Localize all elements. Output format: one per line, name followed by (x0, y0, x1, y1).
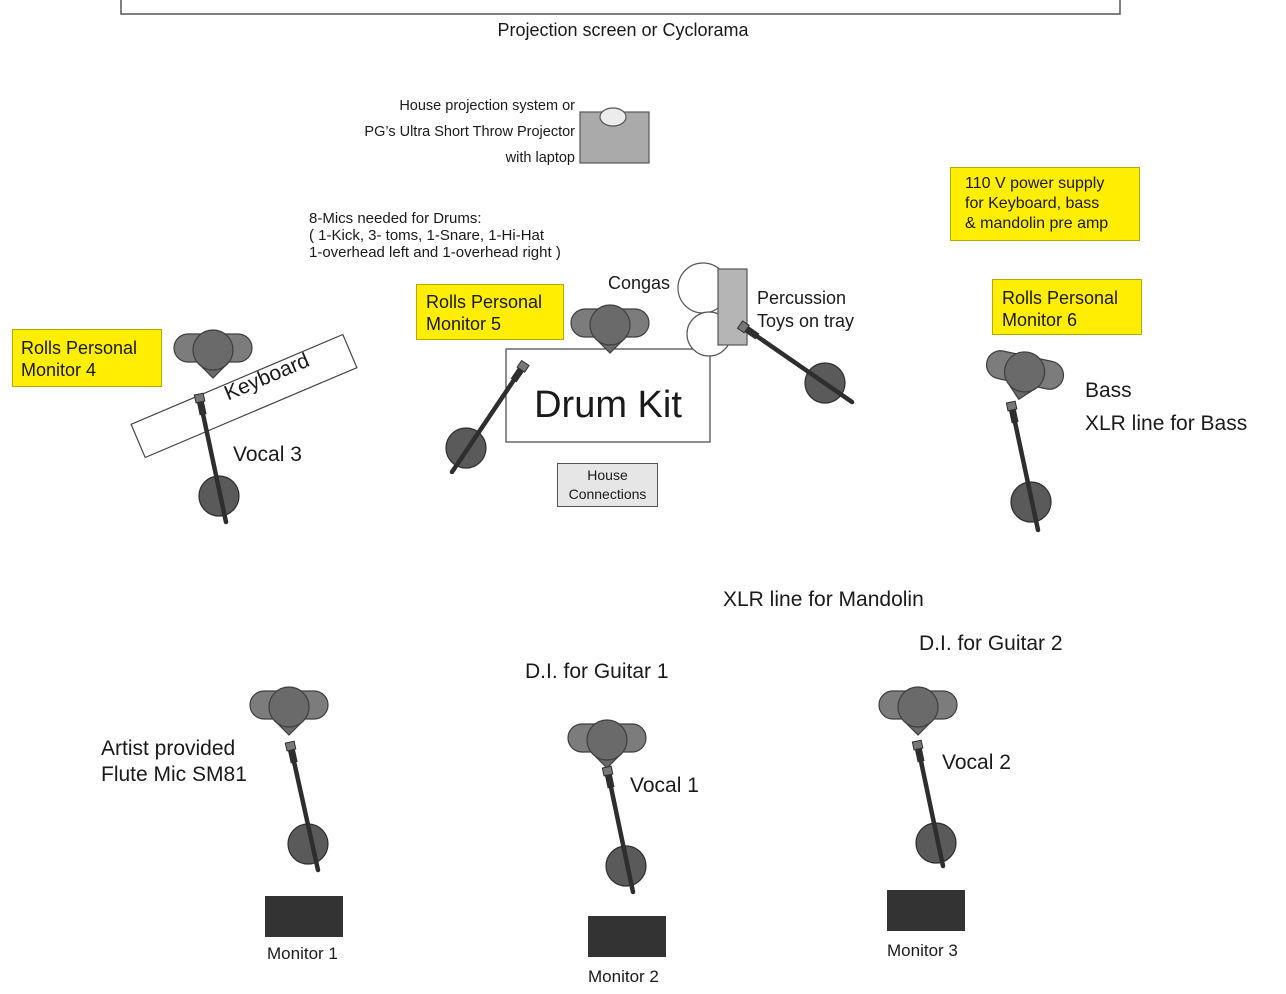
bass-label: Bass (1085, 379, 1132, 402)
floor-monitor-3 (887, 890, 965, 931)
di-guitar2-label: D.I. for Guitar 2 (919, 632, 1063, 655)
amp-flute-icon (249, 686, 329, 736)
percussion-label-line1: Percussion (757, 288, 847, 308)
flute-mic-note: Artist provided Flute Mic SM81 (101, 736, 247, 788)
monitor-3-label: Monitor 3 (887, 941, 958, 960)
mic-stand-flute (284, 740, 329, 873)
vocal3-label: Vocal 3 (233, 443, 302, 466)
power-supply-note: 110 V power supply for Keyboard, bass & … (950, 167, 1140, 241)
congas-label: Congas (608, 273, 671, 293)
projector-note: House projection system or PG’s Ultra Sh… (364, 93, 575, 171)
floor-monitor-1 (265, 896, 343, 937)
drum-mics-note-line1: 8-Mics needed for Drums: (309, 210, 482, 227)
amp-keyboard-icon (173, 329, 253, 379)
monitor-2-label: Monitor 2 (588, 967, 659, 986)
rolls-monitor-5-label: Rolls Personal Monitor 5 (416, 284, 564, 340)
rolls-monitor-5-line2: Monitor 5 (426, 314, 502, 334)
rolls-monitor-4-label: Rolls Personal Monitor 4 (12, 329, 162, 387)
mic-stand-percussion (736, 320, 855, 405)
floor-monitor-2 (588, 916, 666, 957)
house-connections-line1: House (587, 467, 628, 483)
power-supply-note-line3: & mandolin pre amp (965, 215, 1109, 232)
mic-stand-bass (1005, 400, 1052, 533)
drum-mics-note-line3: 1-overhead left and 1-overhead right ) (309, 244, 561, 261)
projector-note-line3: with laptop (505, 150, 575, 166)
power-supply-note-line2: for Keyboard, bass (965, 195, 1100, 212)
mic-stand-drum-left (445, 359, 530, 475)
screen-label: Projection screen or Cyclorama (497, 20, 749, 40)
projector-note-line2: PG’s Ultra Short Throw Projector (364, 124, 575, 140)
rolls-monitor-6-line2: Monitor 6 (1002, 310, 1078, 330)
drum-mics-note-line2: ( 1-Kick, 3- toms, 1-Snare, 1-Hi-Hat (309, 227, 545, 244)
drum-mics-note: 8-Mics needed for Drums: ( 1-Kick, 3- to… (309, 210, 561, 261)
mic-stand-vocal1 (601, 765, 647, 895)
amp-guitar2-icon (878, 686, 958, 736)
drum-kit-label: Drum Kit (534, 384, 682, 426)
di-guitar1-label: D.I. for Guitar 1 (525, 660, 669, 683)
flute-mic-note-line1: Artist provided (101, 737, 236, 760)
monitor-1-label: Monitor 1 (267, 944, 338, 963)
amp-drums-icon (570, 304, 650, 354)
keyboard (130, 333, 358, 459)
rolls-monitor-5-line1: Rolls Personal (426, 292, 543, 312)
power-supply-note-line1: 110 V power supply (965, 175, 1105, 192)
percussion-tray (717, 268, 748, 346)
xlr-mandolin-label: XLR line for Mandolin (723, 588, 924, 611)
rolls-monitor-4-line1: Rolls Personal (21, 338, 138, 358)
house-connections-line2: Connections (568, 486, 647, 502)
rolls-monitor-6-line1: Rolls Personal (1002, 288, 1119, 308)
vocal2-label: Vocal 2 (942, 751, 1011, 774)
house-connections-box: House Connections (557, 463, 658, 507)
projector-note-line1: House projection system or (399, 98, 575, 114)
mic-stand-vocal2 (911, 739, 957, 869)
drum-kit (505, 348, 711, 443)
xlr-bass-label: XLR line for Bass (1085, 412, 1248, 435)
vocal1-label: Vocal 1 (630, 774, 699, 797)
projector (579, 107, 650, 164)
amp-guitar1-icon (567, 719, 647, 769)
rolls-monitor-6-label: Rolls Personal Monitor 6 (992, 279, 1142, 335)
mic-stand-vocal3 (193, 392, 240, 525)
percussion-label-line2: Toys on tray (757, 311, 855, 331)
rolls-monitor-4-line2: Monitor 4 (21, 360, 97, 380)
flute-mic-note-line2: Flute Mic SM81 (101, 763, 247, 786)
percussion-label: Percussion Toys on tray (757, 287, 854, 333)
projection-screen (120, 0, 1121, 15)
amp-bass-icon (985, 350, 1065, 401)
